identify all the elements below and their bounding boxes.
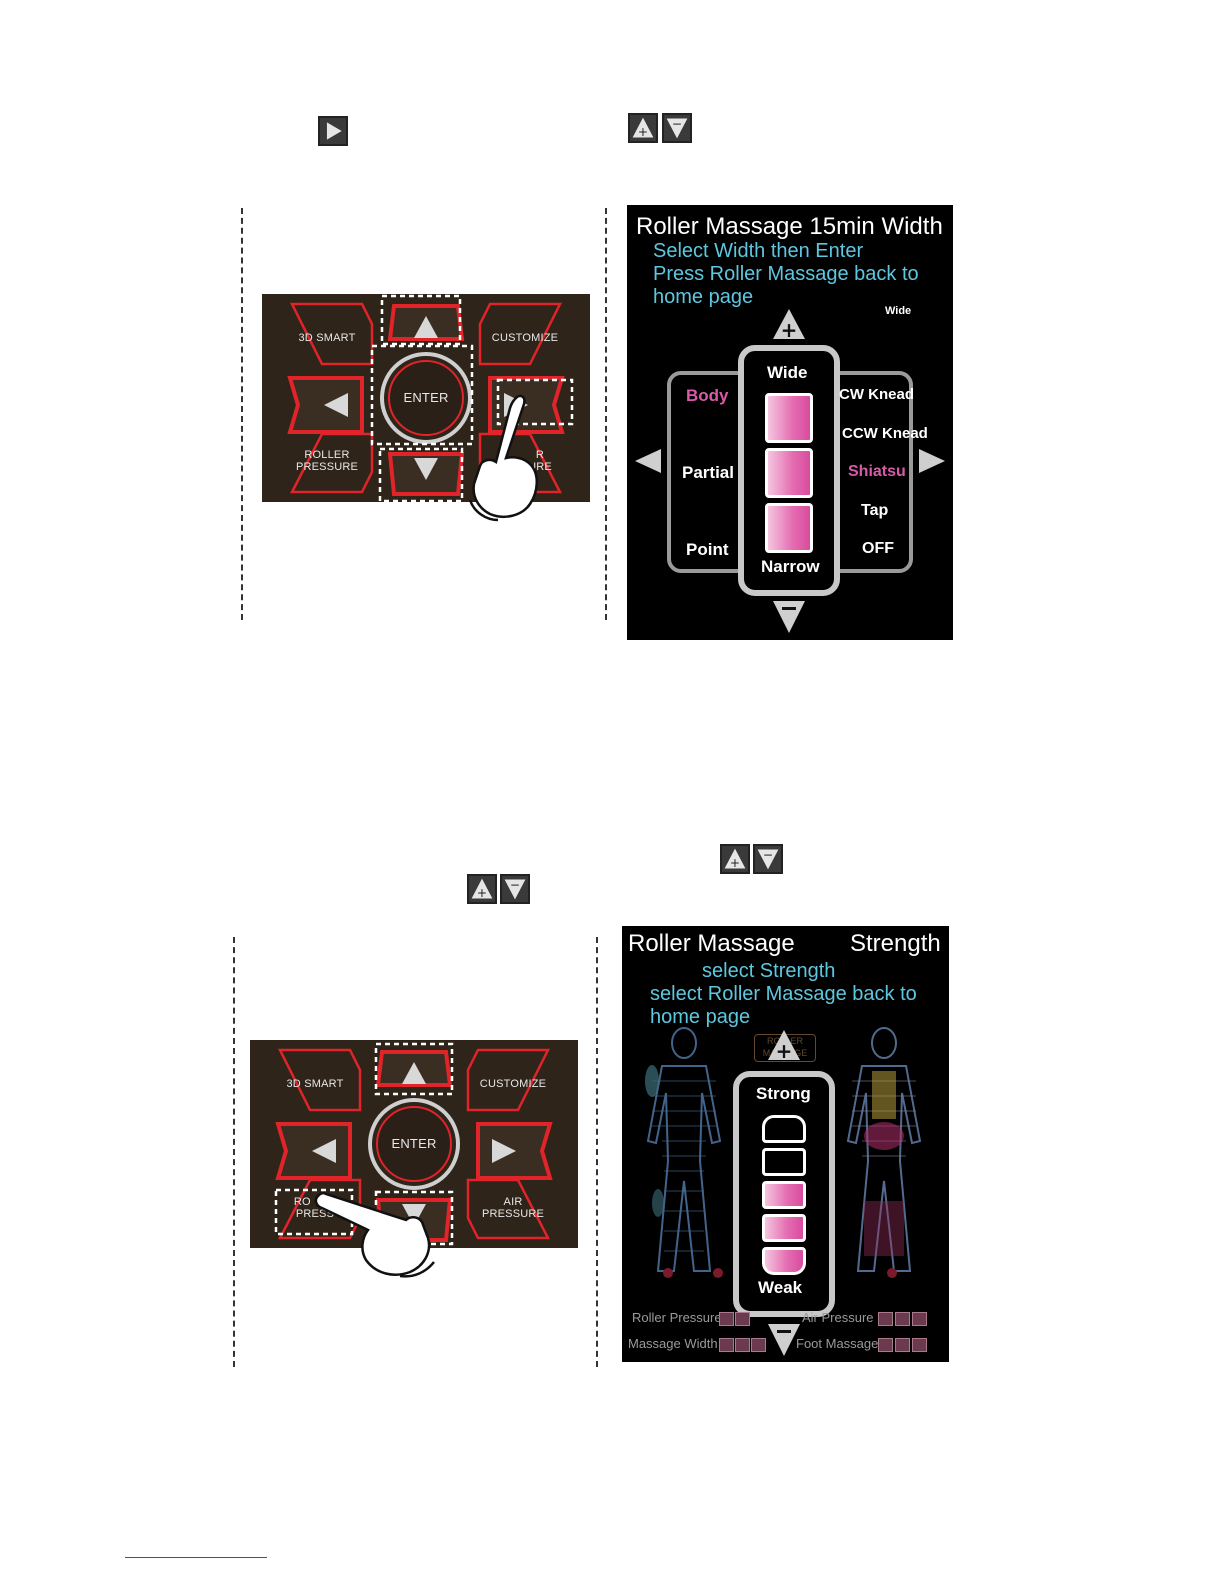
status-air-pressure: Air Pressure	[802, 1310, 874, 1325]
instruction-line: home page	[650, 1006, 751, 1028]
status-indicator	[895, 1338, 910, 1352]
plus-up-icon: +	[467, 874, 497, 904]
pointing-hand-icon	[314, 1191, 435, 1278]
width-bottom-label: Narrow	[761, 557, 820, 576]
option-tap[interactable]: Tap	[861, 502, 889, 519]
svg-text:−: −	[672, 117, 682, 131]
svg-text:+: +	[781, 318, 798, 342]
remote-control-panel: 3D SMART CUSTOMIZE ENTER ROLLER PRESSURE…	[262, 294, 590, 502]
status-indicator	[878, 1312, 893, 1326]
status-indicator	[751, 1338, 766, 1352]
screen-title: Roller Massage 15min Width	[636, 213, 943, 240]
status-indicator	[735, 1338, 750, 1352]
air-pressure-button[interactable]: AIR PRESSURE	[481, 1196, 545, 1220]
strength-top-label: Strong	[756, 1084, 811, 1103]
strength-level-cell	[762, 1115, 806, 1143]
minus-down-icon: −	[753, 844, 783, 874]
dashed-divider	[241, 208, 243, 620]
smart-button-label[interactable]: 3D SMART	[298, 332, 356, 344]
status-indicator	[735, 1312, 750, 1326]
option-body[interactable]: Body	[686, 386, 729, 405]
enter-button[interactable]: ENTER	[391, 1136, 437, 1151]
strength-level-cell	[762, 1148, 806, 1176]
smart-button-label[interactable]: 3D SMART	[286, 1078, 344, 1090]
svg-text:+: +	[776, 1039, 793, 1063]
strength-select-screen: Roller Massage Strength select Strength …	[622, 926, 949, 1362]
dashed-divider	[596, 937, 598, 1367]
svg-text:−: −	[510, 878, 520, 892]
svg-text:+: +	[477, 886, 487, 900]
remote-control-panel: 3D SMART CUSTOMIZE ENTER RO ER PRESS AIR…	[250, 1040, 578, 1248]
screen-title-left: Roller Massage	[628, 930, 795, 957]
strength-level-cell	[762, 1181, 806, 1209]
instruction-line: select Roller Massage back to	[650, 983, 917, 1005]
footer-rule	[125, 1557, 267, 1558]
roller-pressure-button[interactable]: ROLLER PRESSURE	[295, 449, 359, 473]
customize-button-label[interactable]: CUSTOMIZE	[491, 332, 559, 344]
instruction-line: Select Width then Enter	[653, 240, 864, 262]
option-ccw-knead[interactable]: CCW Knead	[842, 425, 928, 442]
width-level-cell	[765, 448, 813, 498]
customize-button-label[interactable]: CUSTOMIZE	[479, 1078, 547, 1090]
instruction-line: home page	[653, 286, 754, 308]
status-indicator	[878, 1338, 893, 1352]
minus-down-icon: −	[662, 113, 692, 143]
instruction-line: Press Roller Massage back to	[653, 263, 919, 285]
strength-level-cell	[762, 1247, 806, 1275]
screen-title-right: Strength	[850, 930, 941, 957]
width-top-label: Wide	[767, 363, 808, 382]
dashed-divider	[605, 208, 607, 620]
status-indicator	[912, 1338, 927, 1352]
play-right-icon	[318, 116, 348, 146]
status-foot-massage: Foot Massage	[796, 1336, 879, 1351]
option-point[interactable]: Point	[686, 540, 729, 559]
pointing-hand-icon	[468, 394, 538, 522]
dashed-divider	[233, 937, 235, 1367]
width-level-cell	[765, 393, 813, 443]
strength-bottom-label: Weak	[758, 1278, 803, 1297]
plus-up-icon: +	[720, 844, 750, 874]
plus-up-icon: +	[628, 113, 658, 143]
status-indicator	[719, 1312, 734, 1326]
svg-text:+: +	[638, 125, 648, 139]
option-off[interactable]: OFF	[862, 540, 894, 557]
current-width-value: Wide	[885, 305, 912, 317]
status-indicator	[719, 1338, 734, 1352]
status-roller-pressure: Roller Pressure	[632, 1310, 722, 1325]
status-indicator	[912, 1312, 927, 1326]
svg-text:−: −	[763, 848, 773, 862]
enter-button[interactable]: ENTER	[403, 390, 449, 405]
instruction-line: select Strength	[702, 960, 836, 982]
option-partial[interactable]: Partial	[682, 463, 734, 482]
option-cw-knead[interactable]: CW Knead	[839, 386, 914, 403]
body-diagram-icon	[645, 1027, 922, 1278]
width-select-screen: Roller Massage 15min Width Select Width …	[627, 205, 953, 640]
strength-level-cell	[762, 1214, 806, 1242]
status-massage-width: Massage Width	[628, 1336, 718, 1351]
status-indicator	[895, 1312, 910, 1326]
remote-buttons-outline	[274, 1042, 553, 1246]
width-level-cell	[765, 503, 813, 553]
option-shiatsu[interactable]: Shiatsu	[848, 463, 906, 480]
svg-text:+: +	[730, 856, 740, 870]
minus-down-icon: −	[500, 874, 530, 904]
